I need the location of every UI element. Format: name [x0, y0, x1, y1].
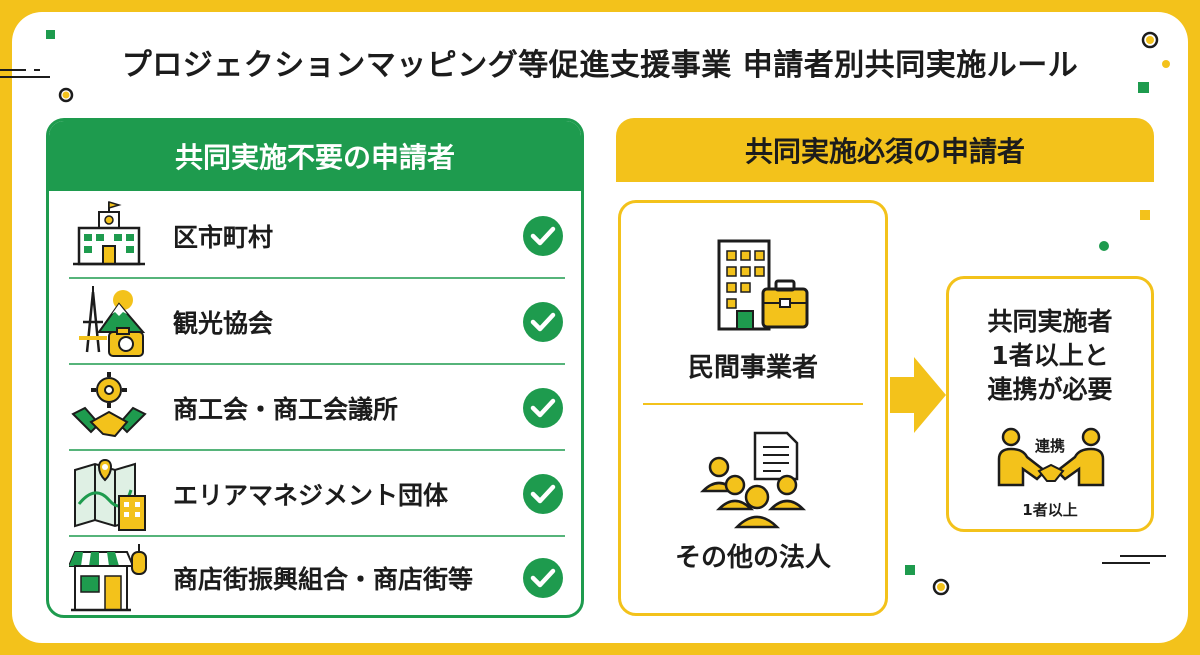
joint-required-applicants: 民間事業者 その他の法人: [618, 200, 888, 616]
item-label: エリアマネジメント団体: [173, 481, 449, 510]
page-title: プロジェクションマッピング等促進支援事業 申請者別共同実施ルール: [121, 48, 1079, 83]
check-circle-icon: [523, 388, 563, 428]
shop-icon: [69, 544, 147, 612]
applicant-label: 民間事業者: [687, 353, 818, 383]
result-line: 共同実施者: [987, 307, 1113, 336]
check-circle-icon: [523, 474, 563, 514]
joint-requirement-result: 共同実施者 1者以上と 連携が必要 連携 1者以上: [946, 276, 1154, 532]
list-item: 商店街振興組合・商店街等: [69, 535, 565, 615]
check-circle-icon: [523, 558, 563, 598]
result-line: 連携が必要: [987, 375, 1113, 404]
arrow-right-icon: [890, 357, 946, 433]
result-line: 1者以上と: [991, 341, 1109, 370]
cooperation-label: 連携: [1034, 437, 1065, 455]
list-item: 商工会・商工会議所: [69, 365, 565, 451]
no-joint-header: 共同実施不要の申請者: [49, 121, 581, 191]
tourism-icon: [79, 286, 146, 357]
item-label: 区市町村: [173, 223, 274, 252]
people-document-icon: [699, 431, 807, 529]
no-joint-panel: 共同実施不要の申請者 区市町村: [46, 118, 584, 618]
handshake-gear-icon: [71, 372, 147, 438]
item-label: 商店街振興組合・商店街等: [173, 565, 474, 594]
applicant-label: その他の法人: [674, 543, 831, 573]
handshake-people-icon: [997, 427, 1105, 487]
map-building-icon: [74, 458, 146, 531]
list-item: 区市町村: [69, 193, 565, 279]
joint-required-header: 共同実施必須の申請者: [616, 118, 1154, 182]
check-circle-icon: [523, 216, 563, 256]
item-label: 商工会・商工会議所: [173, 395, 399, 424]
list-item: 観光協会: [69, 279, 565, 365]
city-hall-icon: [73, 200, 145, 266]
list-item: エリアマネジメント団体: [69, 451, 565, 537]
check-circle-icon: [523, 302, 563, 342]
office-building-icon: [717, 239, 809, 331]
count-label: 1者以上: [1022, 501, 1078, 519]
item-label: 観光協会: [173, 309, 274, 338]
